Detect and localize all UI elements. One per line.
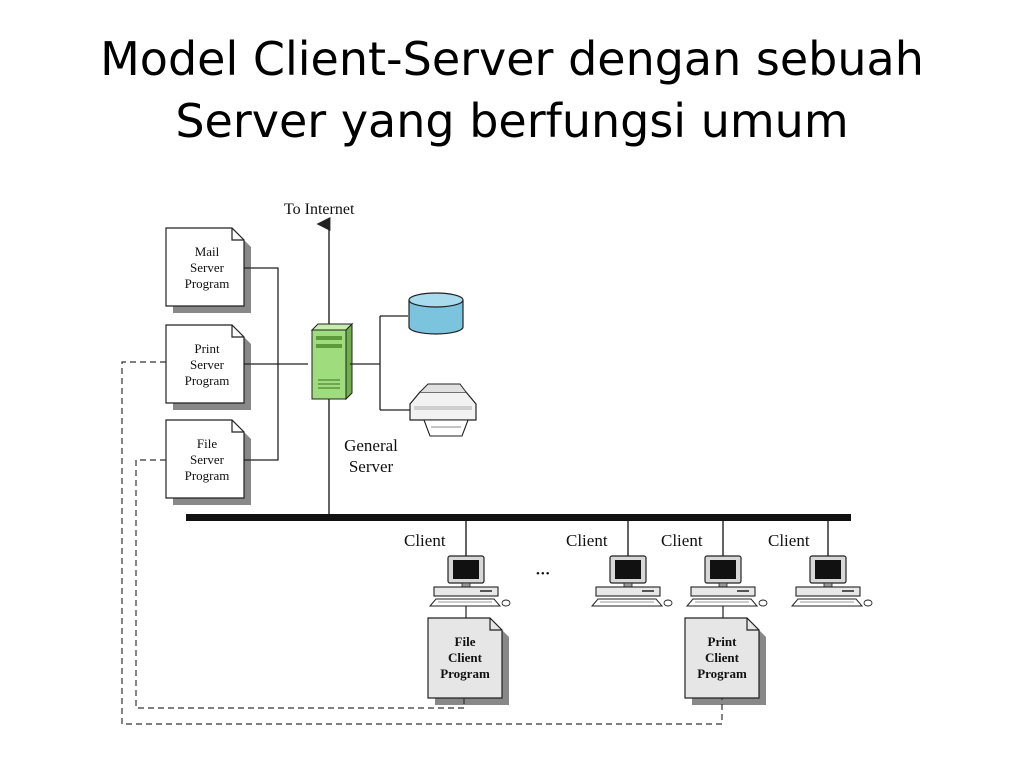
print-logical-link bbox=[121, 361, 723, 725]
more-clients-ellipsis: ••• bbox=[536, 568, 551, 580]
general-server-label-2: Server bbox=[349, 457, 394, 476]
print-server-program-doc: Print Server Program bbox=[165, 324, 251, 410]
general-server-label-1: General bbox=[344, 436, 398, 455]
file-client-program-doc: File Client Program bbox=[427, 617, 509, 705]
client-label-2: Client bbox=[566, 531, 608, 550]
computer-icon bbox=[685, 555, 768, 607]
file-client-label-2: Client bbox=[448, 650, 483, 665]
file-server-label-2: Server bbox=[190, 452, 225, 467]
print-client-label-1: Print bbox=[708, 634, 738, 649]
server-tower-icon bbox=[310, 322, 354, 401]
client-label-1: Client bbox=[404, 531, 446, 550]
client-label-4: Client bbox=[768, 531, 810, 550]
title-line-2: Server yang berfungsi umum bbox=[175, 94, 849, 148]
network-bus bbox=[186, 514, 851, 521]
file-server-program-doc: File Server Program bbox=[165, 419, 251, 505]
mail-server-label-1: Mail bbox=[195, 244, 220, 259]
client-program-connectors bbox=[465, 606, 724, 618]
client-drops bbox=[465, 521, 829, 556]
file-client-label-1: File bbox=[455, 634, 476, 649]
print-server-label-2: Server bbox=[190, 357, 225, 372]
mail-server-label-2: Server bbox=[190, 260, 225, 275]
client-label-3: Client bbox=[661, 531, 703, 550]
print-server-label-3: Program bbox=[185, 373, 230, 388]
title-line-1: Model Client-Server dengan sebuah bbox=[100, 32, 924, 86]
computer-icon bbox=[428, 555, 511, 607]
server-program-connectors bbox=[244, 267, 308, 461]
to-internet-label: To Internet bbox=[284, 201, 355, 218]
logical-connections bbox=[121, 361, 723, 725]
print-server-label-1: Print bbox=[194, 341, 220, 356]
slide-title: Model Client-Server dengan sebuah Server… bbox=[40, 28, 984, 152]
file-client-label-3: Program bbox=[440, 666, 490, 681]
database-icon bbox=[408, 292, 464, 335]
computer-icon bbox=[590, 555, 673, 607]
print-client-label-2: Client bbox=[705, 650, 740, 665]
print-client-label-3: Program bbox=[697, 666, 747, 681]
printer-icon bbox=[409, 383, 477, 437]
file-server-label-3: Program bbox=[185, 468, 230, 483]
mail-server-label-3: Program bbox=[185, 276, 230, 291]
file-logical-link bbox=[135, 459, 465, 709]
peripheral-connectors bbox=[350, 315, 410, 411]
file-server-label-1: File bbox=[197, 436, 217, 451]
computer-icon bbox=[790, 555, 873, 607]
print-client-program-doc: Print Client Program bbox=[684, 617, 766, 705]
mail-server-program-doc: Mail Server Program bbox=[165, 227, 251, 313]
